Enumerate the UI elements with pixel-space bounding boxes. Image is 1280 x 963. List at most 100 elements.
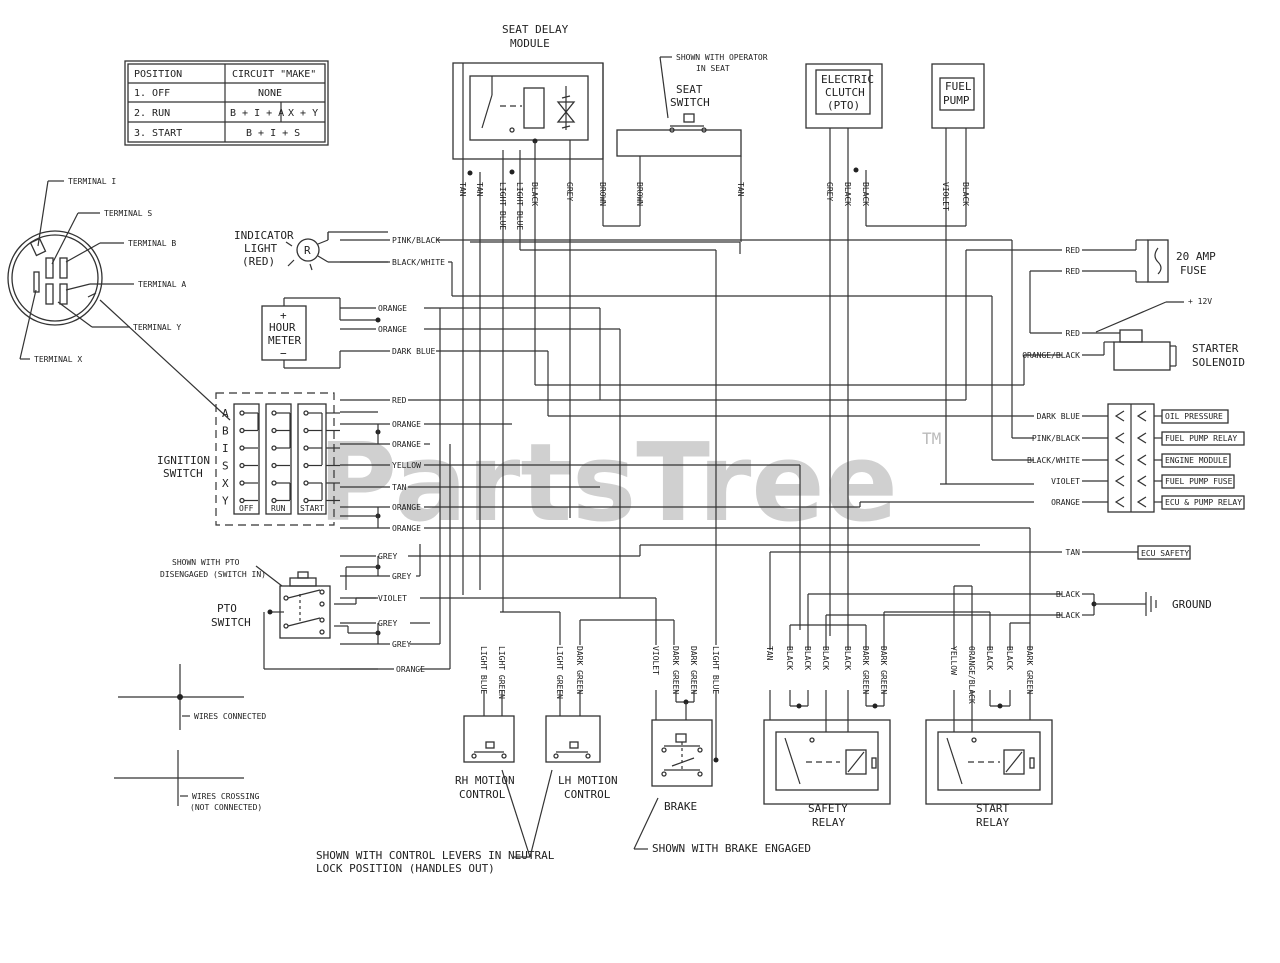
right-wire-0: RED (1066, 246, 1081, 255)
ign-contact (303, 410, 309, 416)
fuse-label-1: 20 AMP (1176, 250, 1216, 263)
indicator-label-1: INDICATOR (234, 229, 294, 242)
connector-pin (1136, 475, 1147, 487)
hour-meter-minus: − (280, 347, 287, 360)
top-wire-black-4: BLACK (961, 182, 970, 206)
ign-contact (239, 480, 245, 486)
hour-meter-label-1: HOUR (269, 321, 296, 334)
junction-dot (375, 317, 381, 323)
top-wire-light-blue-1: LIGHT BLUE (498, 182, 507, 230)
ign-row-a: A (222, 407, 229, 420)
rh-motion-label-2: CONTROL (459, 788, 506, 801)
ign-col-start: START (300, 504, 324, 513)
start-relay: START RELAY (925, 690, 1053, 829)
ign-contact (271, 445, 277, 451)
right-wire-10: BLACK (1056, 590, 1080, 599)
table-row-off: 1. OFF (134, 88, 170, 99)
legend-connected: WIRES CONNECTED (194, 712, 266, 721)
ground: GROUND (1082, 592, 1212, 616)
ign-contact (239, 497, 245, 504)
connector-box (1161, 409, 1229, 424)
ignition-label-2: SWITCH (163, 467, 203, 480)
clutch-label-3: (PTO) (827, 99, 860, 112)
bottom-wire-0: LIGHT BLUE (479, 646, 488, 694)
connector-pin (1114, 475, 1125, 487)
bottom-wire-9: BLACK (785, 646, 794, 670)
connector-box (1161, 431, 1245, 446)
table-header-circuit: CIRCUIT "MAKE" (232, 69, 316, 80)
connector-box (1161, 453, 1231, 468)
hour-meter-plus: + (280, 309, 287, 322)
ign-contact (271, 427, 277, 434)
top-wire-bundle: TAN TAN LIGHT BLUE LIGHT BLUE BLACK GREY… (458, 63, 970, 636)
table-row-run-circuit-2: X + Y (288, 108, 318, 119)
bottom-wire-15: YELLOW (949, 646, 958, 675)
ign-row-b: B (222, 425, 229, 438)
starter-label-1: STARTER (1192, 342, 1239, 355)
ign-contact (271, 497, 277, 504)
table-row-off-circuit: NONE (258, 88, 282, 99)
table-row-run-circuit: B + I + A (230, 108, 284, 119)
control-note-2: LOCK POSITION (HANDLES OUT) (316, 862, 495, 875)
plus-12v-label: + 12V (1188, 297, 1212, 306)
ign-contact (271, 410, 277, 416)
starter-label-2: SOLENOID (1192, 356, 1245, 369)
left-wire-9: TAN (392, 483, 407, 492)
ground-label: GROUND (1172, 598, 1212, 611)
seat-switch-label-2: SWITCH (670, 96, 710, 109)
bottom-wire-8: TAN (765, 646, 774, 661)
left-wire-5: RED (392, 396, 407, 405)
pto-switch: SHOWN WITH PTO DISENGAGED (SWITCH IN) PT… (160, 558, 378, 670)
left-wire-14: VIOLET (378, 594, 407, 603)
ign-row-x: X (222, 477, 229, 490)
ign-contact (239, 445, 245, 451)
bottom-wire-7: LIGHT BLUE (711, 646, 720, 694)
fuel-pump-label-1: FUEL (945, 80, 972, 93)
right-wire-6: BLACK/WHITE (1027, 456, 1080, 465)
left-wire-16: GREY (392, 640, 411, 649)
top-wire-light-blue-2: LIGHT BLUE (515, 182, 524, 230)
bottom-wire-6: DARK GREEN (689, 646, 698, 694)
bottom-wire-17: BLACK (985, 646, 994, 670)
terminal-i-label: TERMINAL I (68, 177, 116, 186)
table-header-position: POSITION (134, 69, 182, 80)
left-wire-11: ORANGE (392, 524, 421, 533)
bottom-wire-18: BLACK (1005, 646, 1014, 670)
right-wire-1: RED (1066, 267, 1081, 276)
connector-pin (1114, 432, 1125, 444)
safety-relay-label-2: RELAY (812, 816, 845, 829)
bottom-wire-4: VIOLET (651, 646, 660, 675)
electric-clutch: ELECTRIC CLUTCH (PTO) (805, 63, 883, 173)
seat-switch-label-1: SEAT (676, 83, 703, 96)
left-wire-8: YELLOW (392, 461, 421, 470)
right-wire-5: PINK/BLACK (1032, 434, 1080, 443)
bottom-wire-2: LIGHT GREEN (555, 646, 564, 699)
connector-pin (1136, 496, 1147, 508)
left-wire-4: DARK BLUE (392, 347, 436, 356)
legend-crossing-1: WIRES CROSSING (192, 792, 260, 801)
brake-label: BRAKE (664, 800, 697, 813)
connector-pin (1114, 496, 1125, 508)
connector-0: OIL PRESSURE (1165, 412, 1223, 421)
top-wire-brown-1: BROWN (598, 182, 607, 206)
pto-note-1: SHOWN WITH PTO (172, 558, 240, 567)
bottom-wire-1: LIGHT GREEN (497, 646, 506, 699)
control-note-1: SHOWN WITH CONTROL LEVERS IN NEUTRAL (316, 849, 555, 862)
start-relay-label-1: START (976, 802, 1009, 815)
ign-contact (303, 445, 309, 451)
ign-row-i: I (222, 442, 229, 455)
ign-col-off: OFF (239, 504, 254, 513)
ign-contact (303, 462, 309, 469)
top-wire-black-2: BLACK (843, 182, 852, 206)
connector-2: ENGINE MODULE (1165, 456, 1228, 465)
fuel-pump-label-2: PUMP (943, 94, 970, 107)
clutch-label-1: ELECTRIC (821, 73, 874, 86)
rh-motion-label-1: RH MOTION (455, 774, 515, 787)
connector-pin (1136, 454, 1147, 466)
top-wire-black: BLACK (530, 182, 539, 206)
top-wire-violet: VIOLET (941, 182, 950, 211)
table-row-run: 2. RUN (134, 108, 170, 119)
brake-note-label: SHOWN WITH BRAKE ENGAGED (652, 842, 811, 855)
